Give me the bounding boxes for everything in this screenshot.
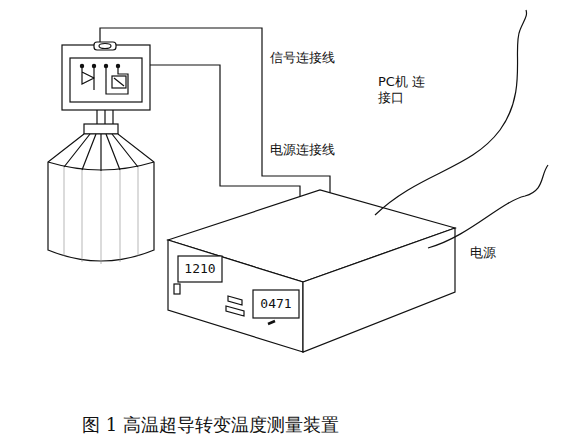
relay-symbols bbox=[80, 64, 128, 94]
connector-socket bbox=[99, 44, 111, 49]
power-wire bbox=[150, 65, 300, 205]
power-cord bbox=[428, 165, 548, 248]
display-reading: 1210 bbox=[184, 261, 215, 277]
wire-label: 信号连接线 bbox=[270, 50, 335, 66]
wire-label: 电源连接线 bbox=[270, 142, 335, 158]
display-reading: 0471 bbox=[260, 296, 291, 312]
pc-cable bbox=[375, 10, 527, 215]
control-box bbox=[62, 45, 150, 110]
dewar-flask bbox=[48, 124, 154, 264]
figure-caption: 图 1 高温超导转变温度测量装置 bbox=[82, 414, 339, 436]
instrument-box bbox=[168, 190, 455, 352]
cord-label: 电源 bbox=[470, 245, 496, 261]
port-label: PC机 连接口 bbox=[378, 74, 426, 105]
connector bbox=[94, 42, 116, 50]
circuit-board bbox=[70, 58, 142, 102]
